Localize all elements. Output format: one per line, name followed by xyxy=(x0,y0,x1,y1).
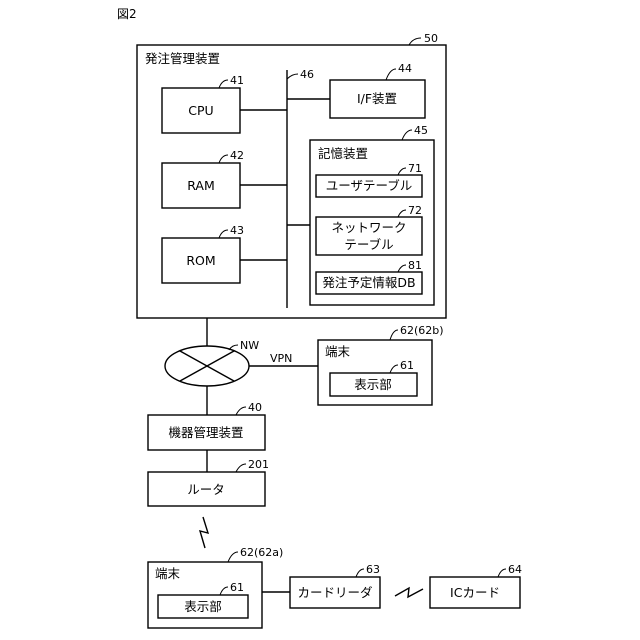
ic-card-ref: 64 xyxy=(508,563,522,576)
network-label: NW xyxy=(240,339,259,352)
router-leader xyxy=(236,464,246,472)
terminal-a-display-ref: 61 xyxy=(230,581,244,594)
network-table-ref: 72 xyxy=(408,204,422,217)
terminal-b-ref: 62(62b) xyxy=(400,324,444,337)
bus-ref: 46 xyxy=(300,68,314,81)
card-reader-label: カードリーダ xyxy=(297,585,372,600)
device-manager-ref: 40 xyxy=(248,401,262,414)
ic-card-leader xyxy=(498,569,506,577)
order-db-ref: 81 xyxy=(408,259,422,272)
nfc-link-icon xyxy=(395,588,423,597)
order-management-device-ref: 50 xyxy=(424,32,438,45)
device-manager-leader xyxy=(236,407,246,415)
cpu-ref: 41 xyxy=(230,74,244,87)
ic-card-label: ICカード xyxy=(450,585,500,600)
terminal-b: 端末 62(62b) 表示部 61 xyxy=(318,324,444,405)
terminal-a: 端末 62(62a) 表示部 61 xyxy=(148,546,283,628)
wireless-link-icon xyxy=(200,517,208,548)
terminal-b-display-label: 表示部 xyxy=(354,377,392,392)
rom-ref: 43 xyxy=(230,224,244,237)
terminal-b-leader xyxy=(390,330,398,340)
user-table-ref: 71 xyxy=(408,162,422,175)
rom-label: ROM xyxy=(186,253,215,268)
card-reader-ref: 63 xyxy=(366,563,380,576)
vpn-label: VPN xyxy=(270,352,292,365)
order-management-device: 発注管理装置 50 CPU 41 RAM 42 ROM 43 46 I/F装置 … xyxy=(137,32,446,318)
storage-ref: 45 xyxy=(414,124,428,137)
interface-label: I/F装置 xyxy=(357,91,397,106)
device-manager-label: 機器管理装置 xyxy=(168,425,243,440)
terminal-a-leader xyxy=(228,552,238,562)
terminal-a-ref: 62(62a) xyxy=(240,546,283,559)
terminal-a-title: 端末 xyxy=(155,566,181,581)
network-table-label-line-2: テーブル xyxy=(344,237,393,252)
terminal-b-title: 端末 xyxy=(325,344,351,359)
order-db-label: 発注予定情報DB xyxy=(322,275,415,290)
order-management-device-title: 発注管理装置 xyxy=(145,51,220,66)
interface-ref: 44 xyxy=(398,62,412,75)
user-table-label: ユーザテーブル xyxy=(326,178,413,193)
router-label: ルータ xyxy=(187,482,225,497)
network-cloud: NW xyxy=(165,339,259,386)
card-reader-leader xyxy=(356,569,364,577)
ram-ref: 42 xyxy=(230,149,244,162)
order-management-device-leader xyxy=(409,38,421,45)
ram-label: RAM xyxy=(187,178,215,193)
figure-label: 図2 xyxy=(117,7,137,21)
cpu-label: CPU xyxy=(188,103,213,118)
terminal-b-display-ref: 61 xyxy=(400,359,414,372)
router-ref: 201 xyxy=(248,458,269,471)
storage-title: 記憶装置 xyxy=(318,146,368,161)
terminal-a-display-label: 表示部 xyxy=(184,599,222,614)
network-table-label-line-1: ネットワーク xyxy=(331,220,406,235)
